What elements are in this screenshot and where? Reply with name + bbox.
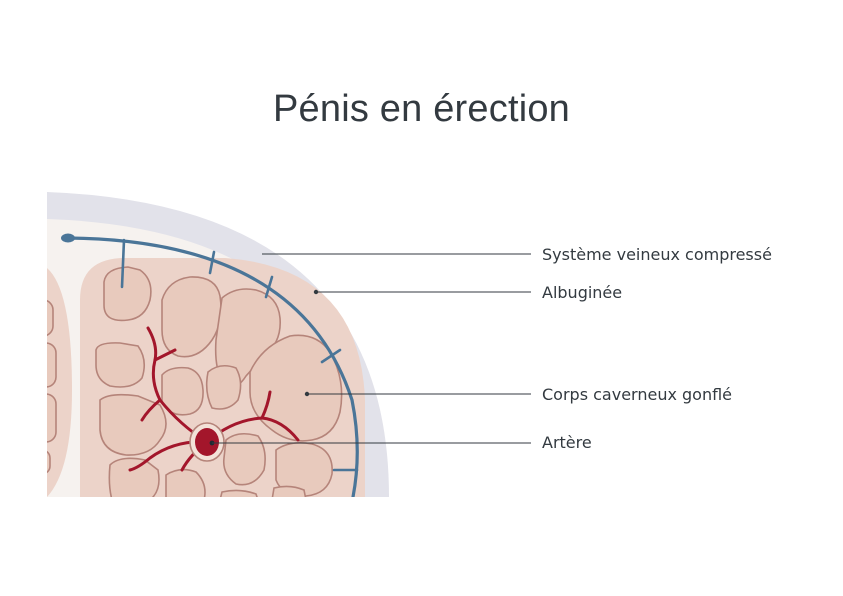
label-artery: Artère (542, 433, 592, 452)
sinus (205, 364, 242, 410)
vein-end (61, 233, 75, 243)
sinus (218, 489, 260, 497)
sinus (161, 366, 204, 416)
sinus-group (95, 266, 343, 497)
deep-artery (189, 422, 225, 462)
sinus (165, 468, 206, 497)
sinus (103, 266, 152, 322)
label-albuginea: Albuginée (542, 283, 623, 302)
compressed-venous-system (66, 236, 359, 497)
left-corpus-sinuses (47, 299, 57, 474)
leader-lines (212, 253, 531, 444)
label-veins: Système veineux compressé (542, 245, 772, 264)
page-title: Pénis en érection (272, 88, 571, 130)
sinus (249, 334, 343, 442)
sinus (95, 342, 146, 388)
sinus (271, 485, 307, 497)
sinus (108, 457, 160, 497)
label-corpus: Corps caverneux gonflé (542, 385, 733, 404)
sinus (222, 432, 266, 486)
